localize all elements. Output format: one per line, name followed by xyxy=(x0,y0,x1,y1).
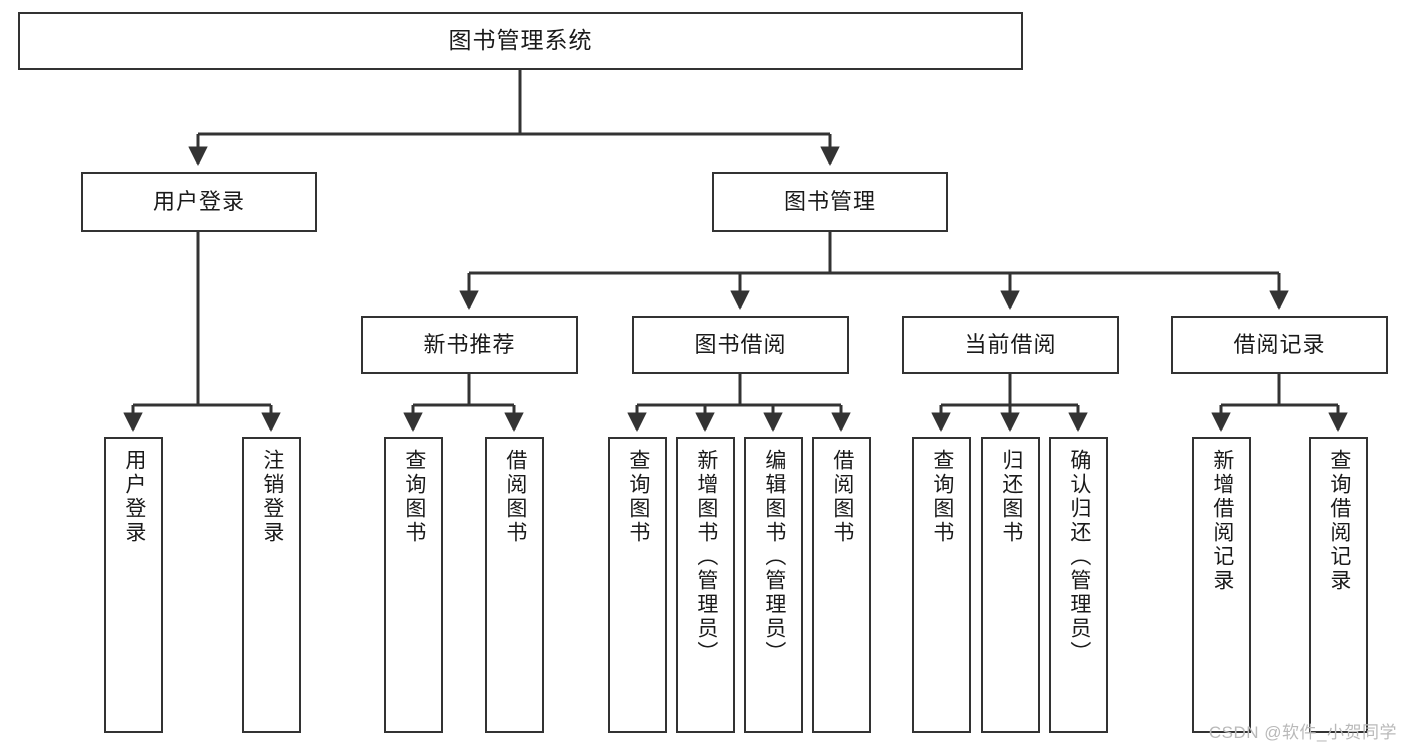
node-book-borrow-label: 图书借阅 xyxy=(694,331,787,357)
node-user-login[interactable]: 用户登录 xyxy=(81,172,317,232)
node-leaf-add-record-label: 新增借阅记录 xyxy=(1210,449,1234,593)
node-current-borrow[interactable]: 当前借阅 xyxy=(902,316,1119,374)
node-user-login-label: 用户登录 xyxy=(152,188,245,214)
node-leaf-user-login[interactable]: 用户登录 xyxy=(104,437,163,733)
node-leaf-query-record-label: 查询借阅记录 xyxy=(1327,449,1351,593)
node-leaf-query-book-1[interactable]: 查询图书 xyxy=(384,437,443,733)
csdn-watermark: CSDN @软件_小贺同学 xyxy=(1208,723,1397,742)
node-leaf-query-book-3-label: 查询图书 xyxy=(930,449,954,545)
node-leaf-query-book-3[interactable]: 查询图书 xyxy=(912,437,971,733)
node-leaf-confirm-return-label: 确认归还（管理员） xyxy=(1067,449,1091,665)
node-leaf-edit-book-label: 编辑图书（管理员） xyxy=(762,449,786,665)
node-leaf-user-login-label: 用户登录 xyxy=(122,449,146,545)
node-leaf-add-book[interactable]: 新增图书（管理员） xyxy=(676,437,735,733)
node-new-book-recommend[interactable]: 新书推荐 xyxy=(361,316,578,374)
node-book-manage-label: 图书管理 xyxy=(783,188,876,214)
node-leaf-query-book-1-label: 查询图书 xyxy=(402,449,426,545)
node-book-borrow[interactable]: 图书借阅 xyxy=(632,316,849,374)
node-current-borrow-label: 当前借阅 xyxy=(964,331,1057,357)
node-borrow-record-label: 借阅记录 xyxy=(1233,331,1326,357)
node-leaf-query-book-2-label: 查询图书 xyxy=(626,449,650,545)
node-leaf-add-book-label: 新增图书（管理员） xyxy=(694,449,718,665)
node-leaf-borrow-book-2-label: 借阅图书 xyxy=(830,449,854,545)
node-leaf-logout-label: 注销登录 xyxy=(260,449,284,545)
node-leaf-logout[interactable]: 注销登录 xyxy=(242,437,301,733)
node-leaf-return-book[interactable]: 归还图书 xyxy=(981,437,1040,733)
node-leaf-edit-book[interactable]: 编辑图书（管理员） xyxy=(744,437,803,733)
node-leaf-return-book-label: 归还图书 xyxy=(999,449,1023,545)
node-leaf-borrow-book-2[interactable]: 借阅图书 xyxy=(812,437,871,733)
node-root-label: 图书管理系统 xyxy=(448,27,593,54)
node-leaf-borrow-book-1-label: 借阅图书 xyxy=(503,449,527,545)
node-new-book-recommend-label: 新书推荐 xyxy=(423,331,516,357)
node-leaf-confirm-return[interactable]: 确认归还（管理员） xyxy=(1049,437,1108,733)
node-book-manage[interactable]: 图书管理 xyxy=(712,172,948,232)
node-leaf-query-record[interactable]: 查询借阅记录 xyxy=(1309,437,1368,733)
node-root[interactable]: 图书管理系统 xyxy=(18,12,1023,70)
node-borrow-record[interactable]: 借阅记录 xyxy=(1171,316,1388,374)
node-leaf-query-book-2[interactable]: 查询图书 xyxy=(608,437,667,733)
node-leaf-add-record[interactable]: 新增借阅记录 xyxy=(1192,437,1251,733)
node-leaf-borrow-book-1[interactable]: 借阅图书 xyxy=(485,437,544,733)
